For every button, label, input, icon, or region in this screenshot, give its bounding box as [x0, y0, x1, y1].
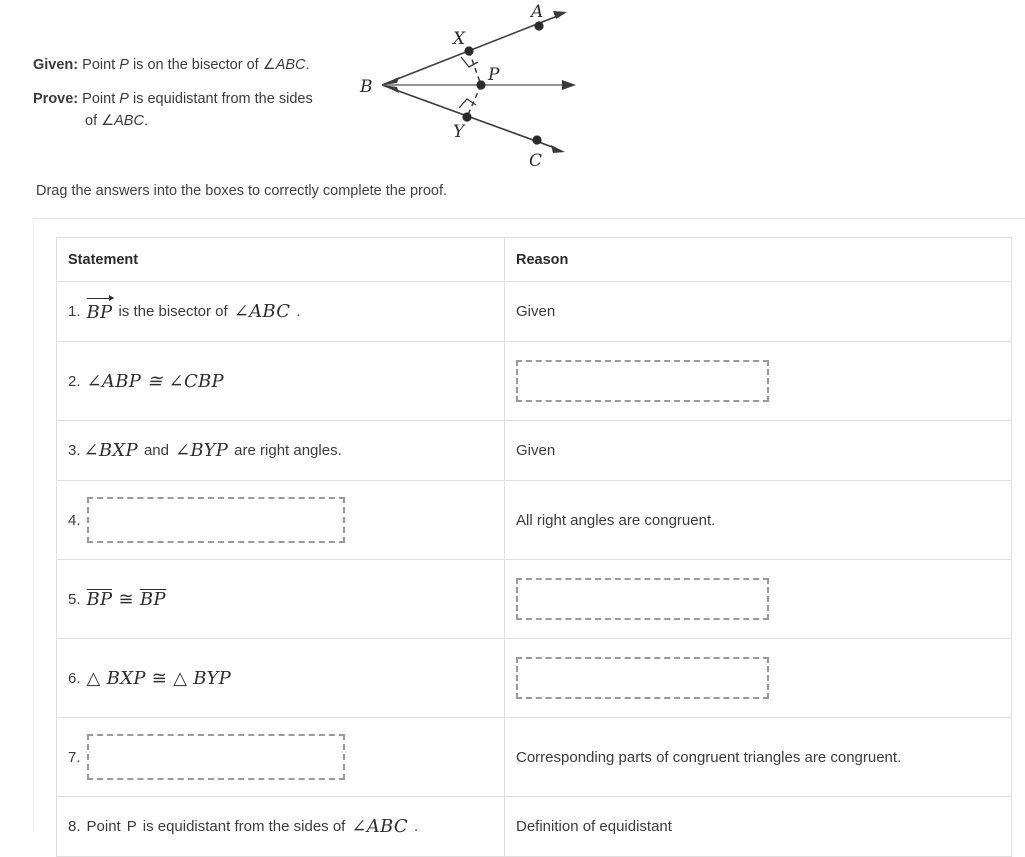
statement-cell-1: 1. BP is the bisector of ∠ABC.: [56, 281, 505, 342]
arrowhead-c: [551, 145, 565, 153]
header-reason: Reason: [504, 237, 1012, 282]
statement-dropzone-7[interactable]: [86, 734, 345, 780]
statement-cell-2: 2. ∠ABP ≅ ∠CBP: [56, 341, 505, 421]
statement-tail-3: are right angles.: [234, 442, 342, 459]
arrowhead-a: [553, 11, 567, 19]
right-angle-mark-y: [458, 98, 477, 109]
header-statement: Statement: [56, 237, 505, 282]
reason-dropzone-6[interactable]: [516, 657, 769, 699]
label-p: P: [487, 65, 500, 85]
point-c-dot: [532, 135, 542, 145]
statement-cell-3: 3. ∠BXP and ∠BYP are right angles.: [56, 420, 505, 481]
prove-line: Prove: Point P is equidistant from the s…: [33, 89, 353, 132]
label-x: X: [451, 29, 466, 49]
reason-cell-8: Definition of equidistant: [504, 796, 1012, 857]
reason-cell-6: [504, 638, 1012, 718]
reason-cell-4: All right angles are congruent.: [504, 480, 1012, 560]
congruent-symbol-5: ≅: [118, 588, 134, 610]
problem-statement: Given: Point P is on the bisector of ∠AB…: [33, 55, 353, 145]
statement-cell-6: 6. △ BXP≅△ BYP: [56, 638, 505, 718]
angle-abc-8: ∠ABC: [351, 816, 408, 837]
proof-card: Statement Reason 1. BP is the bisector o…: [33, 218, 1025, 857]
statement-cell-7: 7.: [56, 717, 505, 797]
statement-number-1: 1.: [68, 303, 81, 320]
point-p-8: P: [126, 818, 137, 835]
reason-dropzone-2[interactable]: [516, 360, 769, 402]
table-row: 4. All right angles are congruent.: [56, 480, 1012, 560]
statement-number-7: 7.: [68, 748, 81, 766]
statement-mid-8: is equidistant from the sides of: [142, 818, 346, 835]
segment-bp-left: BP: [86, 588, 113, 610]
statement-cell-4: 4.: [56, 480, 505, 560]
table-row: 2. ∠ABP ≅ ∠CBP: [56, 341, 1012, 421]
geometry-figure: A B C X Y P: [355, 0, 595, 172]
vertex-notch-lower: [382, 85, 399, 93]
statement-number-5: 5.: [68, 590, 81, 608]
prove-label: Prove:: [33, 91, 79, 108]
given-line: Given: Point P is on the bisector of ∠AB…: [33, 55, 353, 76]
right-angle-mark-x: [460, 56, 479, 68]
proof-table: Statement Reason 1. BP is the bisector o…: [56, 237, 1012, 857]
congruent-symbol-6: ≅: [151, 667, 168, 689]
label-c: C: [529, 151, 542, 171]
statement-number-6: 6.: [68, 669, 81, 687]
ray-bp: BP: [86, 295, 115, 323]
given-text: Point P is on the bisector of ∠ABC.: [82, 57, 310, 73]
arrowhead-bisector: [562, 80, 576, 90]
reason-dropzone-5[interactable]: [516, 578, 769, 620]
table-row: 8. Point P is equidistant from the sides…: [56, 796, 1012, 857]
given-label: Given:: [33, 57, 79, 73]
angle-bisector-diagram: A B C X Y P: [359, 2, 576, 171]
statement-dropzone-4[interactable]: [86, 497, 345, 543]
statement-cell-5: 5. BP ≅ BP: [56, 559, 505, 639]
table-header-row: Statement Reason: [56, 237, 1012, 282]
segment-py: [466, 84, 482, 118]
statement-math-2: ∠ABP ≅ ∠CBP: [86, 370, 224, 392]
prove-text: Point P is equidistant from the sides: [82, 91, 313, 108]
point-a-dot: [534, 21, 544, 31]
triangle-byp: △ BYP: [173, 667, 232, 689]
label-a: A: [529, 2, 543, 22]
point-y-dot: [462, 112, 472, 122]
statement-number-3: 3.: [68, 442, 81, 459]
instruction-text: Drag the answers into the boxes to corre…: [36, 183, 448, 199]
label-y: Y: [453, 122, 466, 142]
table-row: 1. BP is the bisector of ∠ABC. Given: [56, 281, 1012, 342]
statement-number-8: 8.: [68, 818, 81, 835]
angle-bxp: ∠BXP: [83, 440, 138, 461]
segment-px: [468, 50, 482, 86]
prove-text-continued: of ∠ABC.: [85, 113, 148, 130]
conjunction-and-3: and: [143, 442, 169, 459]
label-b: B: [359, 77, 373, 97]
table-row: 7. Corresponding parts of congruent tria…: [56, 717, 1012, 797]
reason-cell-1: Given: [504, 281, 1012, 342]
vertex-notch-upper: [382, 77, 399, 85]
table-row: 6. △ BXP≅△ BYP: [56, 638, 1012, 718]
point-p-dot: [476, 80, 486, 90]
angle-byp: ∠BYP: [174, 440, 229, 461]
table-row: 5. BP ≅ BP: [56, 559, 1012, 639]
angle-abc-1: ∠ABC: [233, 301, 291, 322]
table-row: 3. ∠BXP and ∠BYP are right angles. Given: [56, 420, 1012, 481]
segment-bp-right: BP: [139, 588, 166, 610]
statement-lead-8: Point: [86, 818, 121, 835]
reason-cell-7: Corresponding parts of congruent triangl…: [504, 717, 1012, 797]
reason-cell-3: Given: [504, 420, 1012, 481]
statement-number-2: 2.: [68, 372, 81, 390]
period-1: .: [296, 303, 301, 320]
triangle-bxp: △ BXP: [86, 667, 146, 689]
statement-cell-8: 8. Point P is equidistant from the sides…: [56, 796, 505, 857]
period-8: .: [413, 818, 419, 835]
reason-cell-5: [504, 559, 1012, 639]
statement-number-4: 4.: [68, 511, 81, 529]
statement-text-1: is the bisector of: [118, 303, 228, 320]
point-x-dot: [464, 46, 474, 56]
reason-cell-2: [504, 341, 1012, 421]
